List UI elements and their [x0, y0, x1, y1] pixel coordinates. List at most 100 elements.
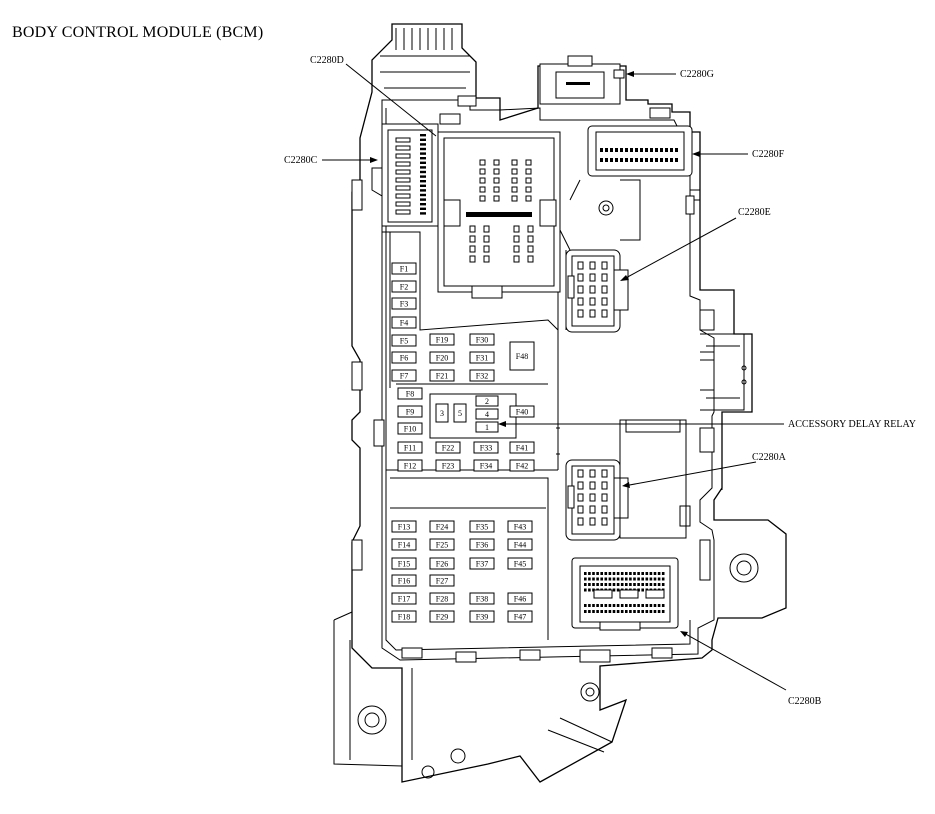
- fuse-label: F12: [404, 462, 416, 471]
- connector-c2280f: [587, 125, 693, 177]
- fuse-label: F6: [400, 354, 408, 363]
- fuse-label: F1: [400, 265, 408, 274]
- fuse-label: F7: [400, 372, 408, 381]
- relay-pin-5: 5: [458, 409, 462, 418]
- fuse-f36: F36: [469, 538, 495, 551]
- fuse-label: F25: [436, 541, 448, 550]
- fuse-label: F34: [480, 462, 492, 471]
- fuse-label: F32: [476, 372, 488, 381]
- fuse-label: F26: [436, 560, 448, 569]
- fuse-label: F11: [404, 444, 416, 453]
- fuse-f42: F42: [509, 459, 535, 472]
- fuse-label: F19: [436, 336, 448, 345]
- leader-lines: [322, 63, 787, 691]
- fuse-label: F41: [516, 444, 528, 453]
- fuse-label: F4: [400, 319, 408, 328]
- fuse-label: F43: [514, 523, 526, 532]
- fuse-f41: F41: [509, 441, 535, 454]
- fuse-f29: F29: [429, 610, 455, 623]
- connector-c2280e: [565, 249, 629, 333]
- fuse-label: F20: [436, 354, 448, 363]
- fuse-f12: F12: [397, 459, 423, 472]
- fuse-f16: F16: [391, 574, 417, 587]
- fuse-label: F23: [442, 462, 454, 471]
- fuse-label: F8: [406, 390, 414, 399]
- fuse-label: F29: [436, 613, 448, 622]
- connector-c2280b: [571, 557, 679, 631]
- fuse-label: F47: [514, 613, 526, 622]
- relay-pin-1: 1: [485, 423, 489, 432]
- fuse-f39: F39: [469, 610, 495, 623]
- fuse-f46: F46: [507, 592, 533, 605]
- label-c2280g: C2280G: [680, 69, 714, 80]
- connector-c2280g: [539, 55, 625, 105]
- fuse-label: F24: [436, 523, 448, 532]
- fuse-f26: F26: [429, 557, 455, 570]
- fuse-f44: F44: [507, 538, 533, 551]
- connector-c2280a: [565, 419, 687, 541]
- fuse-label: F30: [476, 336, 488, 345]
- fuse-f47: F47: [507, 610, 533, 623]
- fuse-label: F16: [398, 577, 410, 586]
- label-c2280b: C2280B: [788, 696, 822, 707]
- fuse-f25: F25: [429, 538, 455, 551]
- fuse-f23: F23: [435, 459, 461, 472]
- fuse-f4: F4: [391, 316, 417, 329]
- fuse-f14: F14: [391, 538, 417, 551]
- label-c2280e: C2280E: [738, 207, 771, 218]
- fuse-label: F22: [442, 444, 454, 453]
- fuse-label: F10: [404, 425, 416, 434]
- fuse-f31: F31: [469, 351, 495, 364]
- fuse-label: F39: [476, 613, 488, 622]
- fuse-label: F5: [400, 337, 408, 346]
- fuse-label: F38: [476, 595, 488, 604]
- fuse-label: F40: [516, 408, 528, 417]
- fuse-f35: F35: [469, 520, 495, 533]
- fuse-f7: F7: [391, 369, 417, 382]
- fuse-f5: F5: [391, 334, 417, 347]
- relay-pin-3: 3: [440, 409, 444, 418]
- fuse-f1: F1: [391, 262, 417, 275]
- fuse-f30: F30: [469, 333, 495, 346]
- diagram-title: BODY CONTROL MODULE (BCM): [12, 24, 264, 41]
- fuse-f43: F43: [507, 520, 533, 533]
- fuse-f11: F11: [397, 441, 423, 454]
- fuse-f37: F37: [469, 557, 495, 570]
- fuse-f22: F22: [435, 441, 461, 454]
- fuse-label: F42: [516, 462, 528, 471]
- fuse-f38: F38: [469, 592, 495, 605]
- fuse-f32: F32: [469, 369, 495, 382]
- fuse-f28: F28: [429, 592, 455, 605]
- label-c2280f: C2280F: [752, 149, 785, 160]
- fuse-f21: F21: [429, 369, 455, 382]
- relay-pin-2: 2: [485, 397, 489, 406]
- label-c2280a: C2280A: [752, 452, 787, 463]
- fuse-f10: F10: [397, 422, 423, 435]
- fuse-label: F31: [476, 354, 488, 363]
- fuse-f15: F15: [391, 557, 417, 570]
- fuse-label: F37: [476, 560, 488, 569]
- fuse-label: F44: [514, 541, 526, 550]
- callout-labels: C2280D C2280G C2280C C2280F C2280E ACCES…: [284, 55, 916, 707]
- relay-area: 3 5 2 4 1: [429, 393, 517, 439]
- fuse-f3: F3: [391, 297, 417, 310]
- fuse-label: F3: [400, 300, 408, 309]
- fuse-f48-label: F48: [516, 352, 528, 361]
- fuse-f33: F33: [473, 441, 499, 454]
- fuse-f17: F17: [391, 592, 417, 605]
- fuse-f13: F13: [391, 520, 417, 533]
- fuse-f24: F24: [429, 520, 455, 533]
- fuse-f2: F2: [391, 280, 417, 293]
- fuse-f18: F18: [391, 610, 417, 623]
- fuse-f45: F45: [507, 557, 533, 570]
- fuse-label: F13: [398, 523, 410, 532]
- fuse-f8: F8: [397, 387, 423, 400]
- fuse-label: F45: [514, 560, 526, 569]
- fuse-label: F14: [398, 541, 410, 550]
- label-c2280c: C2280C: [284, 155, 318, 166]
- fuse-label: F15: [398, 560, 410, 569]
- connector-c2280c: [381, 123, 439, 227]
- fuse-label: F35: [476, 523, 488, 532]
- fuse-f40: F40: [509, 405, 535, 418]
